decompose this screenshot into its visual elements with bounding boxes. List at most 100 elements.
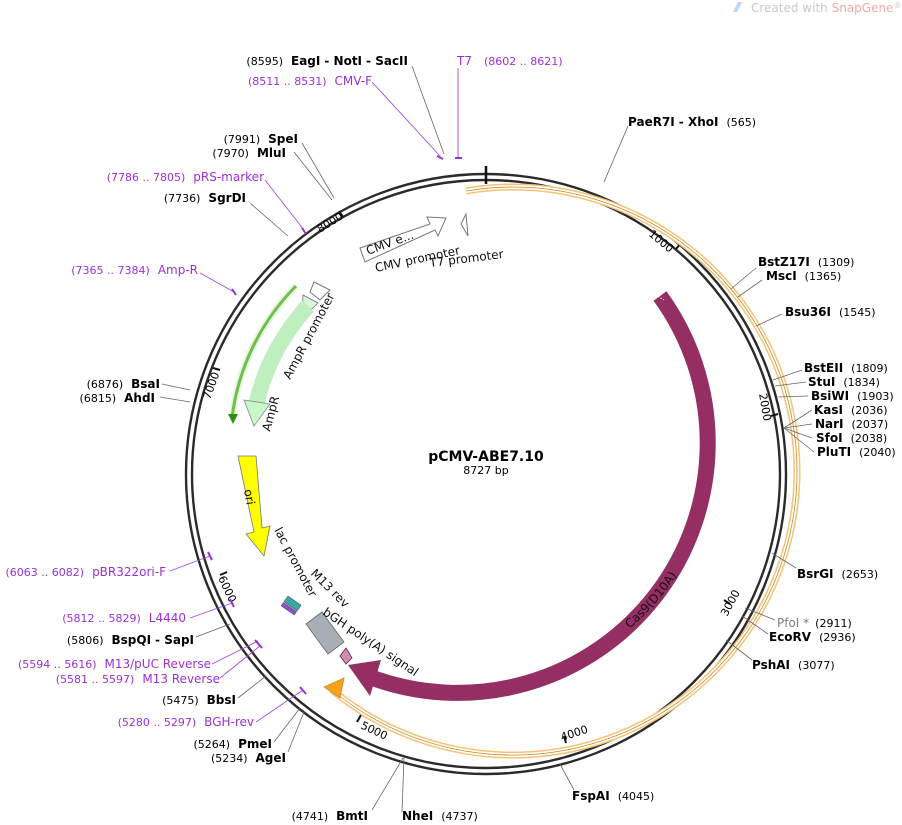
site-label-kasi[interactable]: KasI(2036) [814,403,888,417]
ampr-orf-arrow-head [228,414,238,424]
ori-label: ori [241,488,257,506]
ampr-arrow-body [248,300,314,407]
site-label-fspai[interactable]: FspAI(4045) [572,789,654,803]
leader-bsai [161,383,191,391]
tick-mark [219,571,228,576]
site-label-agei[interactable]: (5234)AgeI [211,751,286,765]
leader-pfoi [744,607,776,621]
leader-agei [287,711,305,753]
site-label-pfoi[interactable]: PfoI *(2911) [777,616,852,630]
tick-mark [770,413,779,417]
leader-l4440 [189,602,233,619]
lac-promoter-label: lac promoter [271,525,319,599]
site-label-bmti[interactable]: (4741)BmtI [292,809,368,823]
orf-arrow-head [323,677,345,699]
leader-bsteii [772,369,803,381]
tick-mark [723,599,731,605]
site-label-nari[interactable]: NarI(2037) [815,417,888,431]
site-label-bsiwi[interactable]: BsiWI(1903) [811,389,894,403]
site-label-spei[interactable]: (7991)SpeI [224,132,298,146]
tick-mark [563,735,567,744]
snapgene-watermark: Created with SnapGene® [733,1,901,15]
cmv-promoter-arrow [460,212,469,237]
ori-feature: ori [237,455,271,557]
lac-promoter-block [283,595,302,612]
site-labels: PaeR7I- XhoI(565) BstZ17I(1309) MscI(136… [67,54,896,823]
primer-label-ampr[interactable]: (7365 .. 7384)Amp-R [71,263,198,277]
cmv-enhancer-arrow [359,216,447,263]
ampr-orf-arc [230,284,298,419]
primer-label-pbr322ori[interactable]: (6063 .. 6082)pBR322ori-F [6,565,167,579]
leader-fspai [559,763,575,791]
site-label-bbsi[interactable]: (5475)BbsI [162,693,236,707]
site-label-bsai[interactable]: (6876)BsaI [87,377,160,391]
bgh-block [305,611,345,655]
primer-label-bghrev[interactable]: (5280 .. 5297)BGH-rev [118,715,254,729]
watermark-text: Created with SnapGene® [751,1,901,15]
ampr-promoter-arrow [309,281,331,301]
plasmid-name: pCMV-ABE7.10 [428,449,544,465]
site-label-paer7i[interactable]: PaeR7I- XhoI(565) [628,115,756,129]
leader-pmei [273,707,301,743]
leader-bspqi [195,623,231,638]
site-label-msci[interactable]: MscI(1365) [766,269,841,283]
site-label-pshai[interactable]: PshAI(3077) [752,658,835,672]
lac-bgh-region: lac promoter M13 rev bGH poly(A) signal [271,525,421,679]
tick-label: 2000 [756,392,774,422]
leader-ecorv [741,615,769,635]
leader-bstz17i [730,267,757,290]
leader-msci [737,279,763,298]
site-label-ahdi[interactable]: (6815)AhdI [80,391,155,405]
cas9-arrow-head [348,660,381,696]
leader-nhei [401,757,405,813]
tick-mark [338,210,344,218]
primer-label-t7[interactable]: T7(8602 .. 8621) [456,54,563,68]
site-label-ecorv[interactable]: EcoRV(2936) [769,630,856,644]
site-label-bsu36i[interactable]: Bsu36I(1545) [785,305,876,319]
primer-label-m13rev[interactable]: (5581 .. 5597)M13 Reverse [56,672,220,686]
site-label-mlui[interactable]: (7970)MluI [212,146,286,160]
leader-stui [774,381,807,387]
leader-m13puc [211,640,259,665]
site-label-bsrgi[interactable]: BsrGI(2653) [797,567,878,581]
cmv-region: CMV e... CMV promoter T7 promoter [359,212,504,275]
leader-sgrdi [249,202,289,237]
plasmid-length: 8727 bp [463,464,508,477]
leader-bghrev [255,689,304,723]
leader-spei [301,142,335,199]
site-label-nhei[interactable]: NheI(4737) [402,809,478,823]
primer-label-cmvf[interactable]: (8511 .. 8531)CMV-F [248,74,372,88]
leader-bsrgi [771,552,797,569]
site-label-pmei[interactable]: (5264)PmeI [194,737,272,751]
leader-kasi-group [783,409,815,453]
cas9-feature: Cas9(D10A) [348,291,716,701]
site-label-bsteii[interactable]: BstEII(1809) [804,361,888,375]
primer-leaders [169,68,462,723]
site-label-bspqi[interactable]: (5806)BspQI- SapI [67,633,194,647]
leader-mlui [293,151,333,201]
site-label-pluti[interactable]: PluTI(2040) [817,445,896,459]
leader-prsmarker [264,179,305,231]
site-label-sfoi[interactable]: SfoI(2038) [816,431,887,445]
leader-ahdi [159,396,191,403]
site-label-eagi[interactable]: (8595)EagI- NotI- SacII [246,54,408,68]
tick-label: 3000 [718,588,743,619]
tick-mark [212,367,221,371]
tick-label: 6000 [215,574,239,605]
site-label-sgrdi[interactable]: (7736)SgrDI [164,191,246,205]
site-label-bstz17i[interactable]: BstZ17I(1309) [758,255,854,269]
site-label-stui[interactable]: StuI(1834) [808,375,880,389]
tick-label: 8000 [315,210,346,236]
primer-label-m13puc[interactable]: (5594 .. 5616)M13/pUC Reverse [18,657,211,671]
leader-bsu36i [755,313,783,327]
leader-paer7i [603,125,629,183]
ori-arrow [237,455,271,557]
leader-ampr-primer [199,272,235,293]
primer-label-l4440[interactable]: (5812 .. 5829)L4440 [62,611,186,625]
cas9-orf-arc [323,183,801,759]
cas9-label: Cas9(D10A) [622,569,679,631]
primer-label-prsmarker[interactable]: (7786 .. 7805)pRS-marker [107,170,264,184]
tick-mark [356,714,362,723]
tick-label: 4000 [559,723,590,744]
